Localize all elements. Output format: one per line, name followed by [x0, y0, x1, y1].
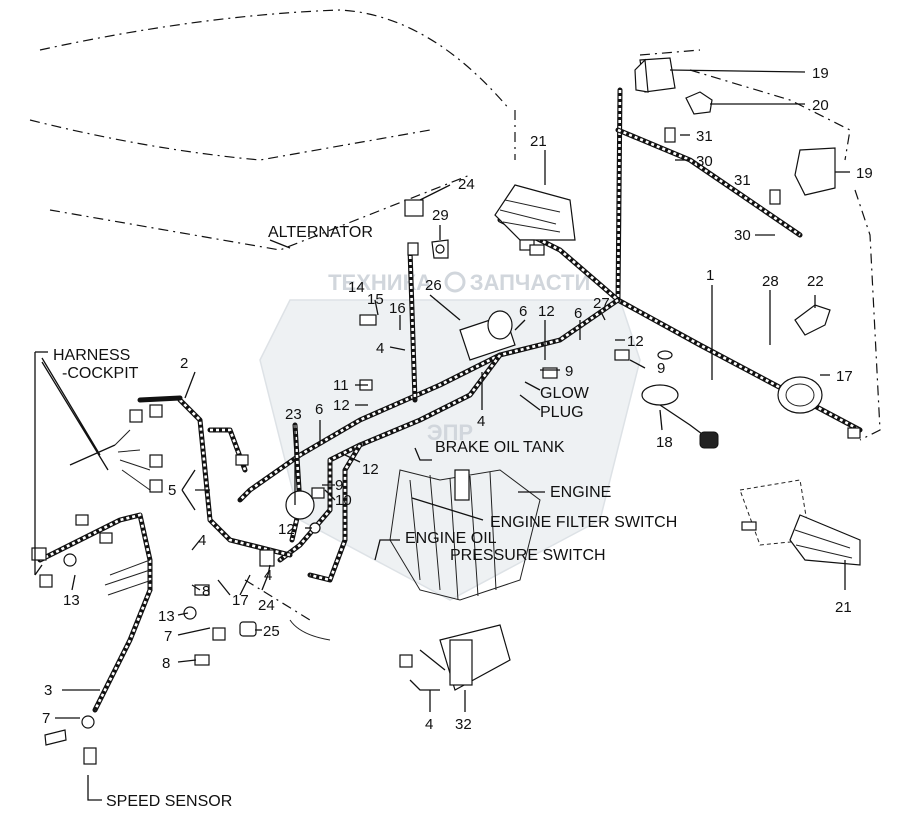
callout-26: 26: [425, 277, 442, 294]
callout-29: 29: [432, 207, 449, 224]
watermark-text-left: ТЕХНИКА: [328, 270, 432, 295]
label-glow-plug-1: GLOW: [540, 385, 590, 402]
callout-11: 11: [333, 377, 349, 394]
callout-4-center: 4: [477, 413, 485, 430]
work-lamp-side: [794, 147, 836, 196]
callout-4-upper: 4: [376, 340, 384, 357]
callout-31-side: 31: [734, 172, 751, 189]
label-engine: ENGINE: [550, 484, 611, 501]
callout-7-bottom: 7: [42, 710, 50, 727]
callout-22: 22: [807, 273, 824, 290]
callout-23: 23: [285, 406, 302, 423]
callout-4-bottom: 4: [264, 567, 272, 584]
label-glow-plug-2: PLUG: [540, 404, 584, 421]
callout-19-side: 19: [856, 165, 873, 182]
callout-12-center: 12: [538, 303, 555, 320]
callout-10: 10: [335, 492, 352, 509]
callout-8-lower: 8: [162, 655, 170, 672]
label-alternator: ALTERNATOR: [268, 224, 373, 241]
rear-lamp-top: [494, 184, 576, 241]
callout-3: 3: [44, 682, 52, 699]
callout-1: 1: [706, 267, 714, 284]
callout-4-motor: 4: [425, 716, 433, 733]
callout-13-left: 13: [63, 592, 80, 609]
callout-5: 5: [168, 482, 176, 499]
callout-20: 20: [812, 97, 829, 114]
label-engine-oil-pressure-2: PRESSURE SWITCH: [450, 547, 606, 564]
callout-24-top: 24: [458, 176, 475, 193]
callout-numbers: 19 20 31 30 19 31 30 21 24 29 1 28 22 14…: [42, 65, 873, 733]
callout-27: 27: [593, 295, 610, 312]
label-harness-cockpit-2: -COCKPIT: [62, 365, 139, 382]
callout-9-center: 9: [565, 363, 573, 380]
label-harness-cockpit-1: HARNESS: [53, 347, 130, 364]
watermark-logo-text: ЭПР: [427, 420, 473, 445]
callout-15: 15: [367, 291, 384, 308]
main-harness: [237, 87, 863, 583]
callout-13-center: 13: [158, 608, 175, 625]
callout-18: 18: [656, 434, 673, 451]
callout-30-side: 30: [734, 227, 751, 244]
callout-19-top: 19: [812, 65, 829, 82]
callout-2: 2: [180, 355, 188, 372]
callout-21-top: 21: [530, 133, 547, 150]
callout-24-bottom: 24: [258, 597, 275, 614]
callout-9-left: 9: [335, 477, 343, 494]
watermark-text-right: ЗАПЧАСТИ: [470, 270, 591, 295]
callout-6-right: 6: [574, 305, 582, 322]
callout-14: 14: [348, 279, 365, 296]
leader-lines: [34, 69, 850, 801]
callout-31-top: 31: [696, 128, 713, 145]
callout-12-right: 12: [627, 333, 644, 350]
cockpit-harness: [37, 395, 293, 713]
callout-25: 25: [263, 623, 280, 640]
label-engine-filter-switch: ENGINE FILTER SWITCH: [490, 514, 677, 531]
callout-32: 32: [455, 716, 472, 733]
label-brake-oil-tank: BRAKE OIL TANK: [435, 439, 565, 456]
callout-6-center: 6: [519, 303, 527, 320]
label-speed-sensor: SPEED SENSOR: [106, 793, 232, 810]
callout-9-right: 9: [657, 360, 665, 377]
callout-12-bottom: 12: [278, 521, 295, 538]
callout-17-right: 17: [836, 368, 853, 385]
text-labels: ALTERNATOR HARNESS -COCKPIT GLOW PLUG BR…: [53, 224, 677, 810]
label-engine-oil-pressure-1: ENGINE OIL: [405, 530, 497, 547]
callout-17-left: 17: [232, 592, 249, 609]
callout-30-top: 30: [696, 153, 713, 170]
callout-7-center: 7: [164, 628, 172, 645]
callout-16: 16: [389, 300, 406, 317]
callout-12-mid: 12: [333, 397, 350, 414]
callout-12-lower: 12: [362, 461, 379, 478]
callout-8-upper: 8: [202, 583, 210, 600]
callout-6-left: 6: [315, 401, 323, 418]
callout-21-bottom: 21: [835, 599, 852, 616]
components: [31, 57, 861, 765]
callout-28: 28: [762, 273, 779, 290]
callout-4-left: 4: [198, 532, 206, 549]
